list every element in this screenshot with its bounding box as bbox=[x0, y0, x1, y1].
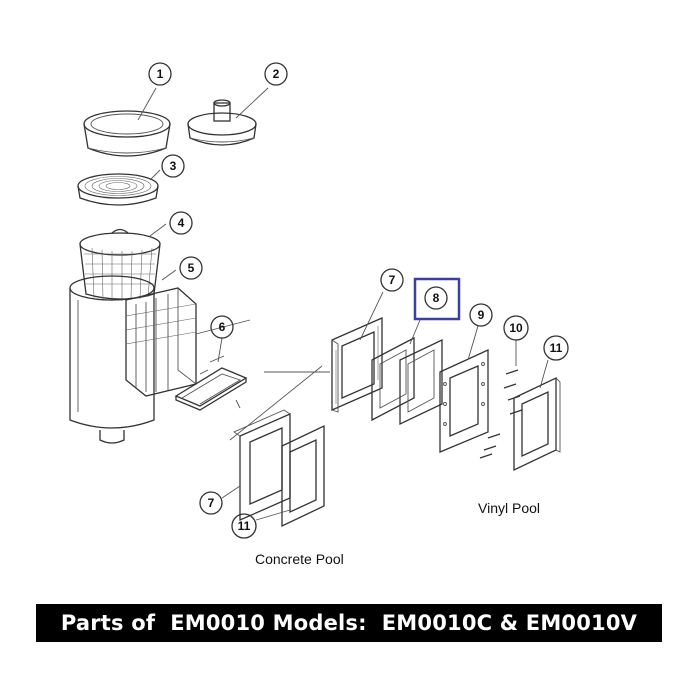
callout-6-number: 6 bbox=[219, 320, 226, 334]
callout-3-number: 3 bbox=[170, 159, 177, 173]
part-8-gasket bbox=[371, 336, 443, 426]
callout-1: 1 bbox=[148, 62, 172, 86]
callout-9-number: 9 bbox=[478, 308, 485, 322]
part-11-cover-lower bbox=[281, 424, 325, 528]
callout-6: 6 bbox=[210, 315, 234, 339]
callout-7-lower: 7 bbox=[199, 491, 223, 515]
callout-5-number: 5 bbox=[188, 261, 195, 275]
vinyl-pool-label: Vinyl Pool bbox=[478, 500, 540, 516]
callout-7-upper-number: 7 bbox=[389, 273, 396, 287]
part-6-weir-door bbox=[174, 355, 248, 411]
callout-10: 10 bbox=[503, 315, 529, 341]
part-9-vinyl-faceplate bbox=[439, 348, 489, 453]
assembly-lines bbox=[195, 319, 330, 441]
callout-3: 3 bbox=[161, 154, 185, 178]
part-2-cap bbox=[187, 99, 257, 146]
part-4-basket bbox=[79, 228, 161, 301]
callout-2: 2 bbox=[264, 62, 288, 86]
callout-5: 5 bbox=[179, 256, 203, 280]
callout-11-right-number: 11 bbox=[550, 341, 563, 355]
callout-11-right: 11 bbox=[543, 335, 569, 361]
leader-lines bbox=[137, 87, 549, 521]
callout-10-number: 10 bbox=[509, 321, 523, 335]
part-3-strainer-disc bbox=[77, 173, 159, 206]
callout-8-highlighted: 8 bbox=[413, 277, 461, 321]
callout-4-number: 4 bbox=[178, 216, 185, 230]
callout-8-number: 8 bbox=[433, 291, 440, 305]
callout-1-number: 1 bbox=[157, 67, 164, 81]
part-7-faceplate-upper bbox=[331, 317, 383, 413]
callout-11-lower-number: 11 bbox=[238, 519, 251, 533]
highlight-box bbox=[413, 277, 461, 321]
part-5-skimmer-body bbox=[69, 275, 197, 444]
callout-9: 9 bbox=[469, 303, 493, 327]
concrete-pool-label: Concrete Pool bbox=[255, 551, 344, 567]
callout-11-lower: 11 bbox=[231, 513, 257, 539]
callout-2-number: 2 bbox=[273, 67, 280, 81]
callout-7-upper: 7 bbox=[380, 268, 404, 292]
part-10-screws bbox=[479, 340, 523, 459]
title-banner: Parts of EM0010 Models: EM0010C & EM0010… bbox=[36, 604, 662, 642]
part-1-lid bbox=[83, 110, 171, 157]
part-11-cover-right bbox=[513, 376, 561, 472]
callout-4: 4 bbox=[169, 211, 193, 235]
callout-7-lower-number: 7 bbox=[208, 496, 215, 510]
